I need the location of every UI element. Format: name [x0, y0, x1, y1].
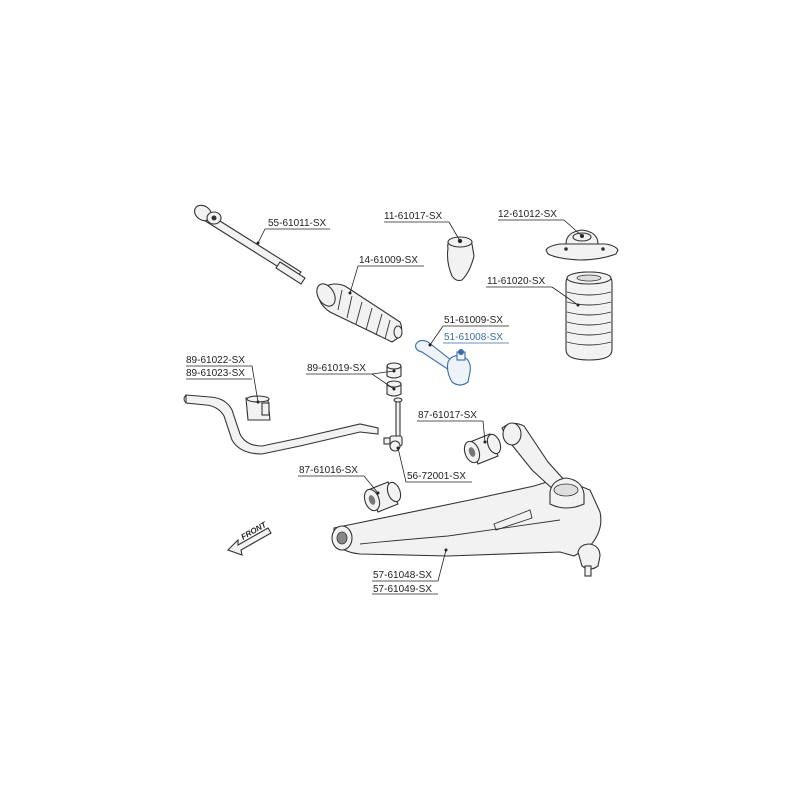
front-arrow: FRONT — [226, 520, 272, 556]
leader-lines — [186, 219, 584, 595]
label-steering-boot: 14-61009-SX — [359, 255, 418, 266]
dust-boot-drawing — [565, 271, 613, 361]
label-dust-boot: 11-61020-SX — [487, 276, 546, 287]
label-bump-stop: 11-61017-SX — [384, 211, 443, 222]
tie-rod-drawing — [194, 204, 306, 285]
stabilizer-bar-drawing — [183, 394, 379, 455]
label-strut-mount: 12-61012-SX — [498, 209, 557, 220]
label-control-arm-b: 57-61049-SX — [373, 584, 432, 595]
label-tie-rod-end-a: 51-61009-SX — [444, 315, 503, 326]
label-stabilizer-bushing-b: 89-61023-SX — [186, 368, 245, 379]
label-arm-bushing-front: 87-61016-SX — [299, 465, 358, 476]
link-bushing-drawing — [386, 362, 402, 397]
part-labels: 55-61011-SX 11-61017-SX 12-61012-SX 14-6… — [186, 209, 557, 595]
steering-boot-drawing — [316, 283, 403, 343]
label-stabilizer-link: 56-72001-SX — [407, 471, 466, 482]
label-arm-bushing-rear: 87-61017-SX — [418, 410, 477, 421]
label-stabilizer-bushing-a: 89-61022-SX — [186, 355, 245, 366]
bump-stop-drawing — [446, 236, 475, 282]
control-arm-drawing — [331, 422, 602, 577]
label-tie-rod: 55-61011-SX — [268, 218, 327, 229]
stabilizer-link-drawing — [383, 397, 403, 452]
arm-bushing-front-drawing — [363, 481, 402, 513]
arm-bushing-rear-drawing — [463, 433, 502, 465]
label-control-arm-a: 57-61048-SX — [373, 570, 432, 581]
label-tie-rod-end-b: 51-61008-SX — [444, 332, 503, 343]
label-link-bushing: 89-61019-SX — [307, 363, 366, 374]
tie-rod-end-drawing — [415, 339, 471, 386]
